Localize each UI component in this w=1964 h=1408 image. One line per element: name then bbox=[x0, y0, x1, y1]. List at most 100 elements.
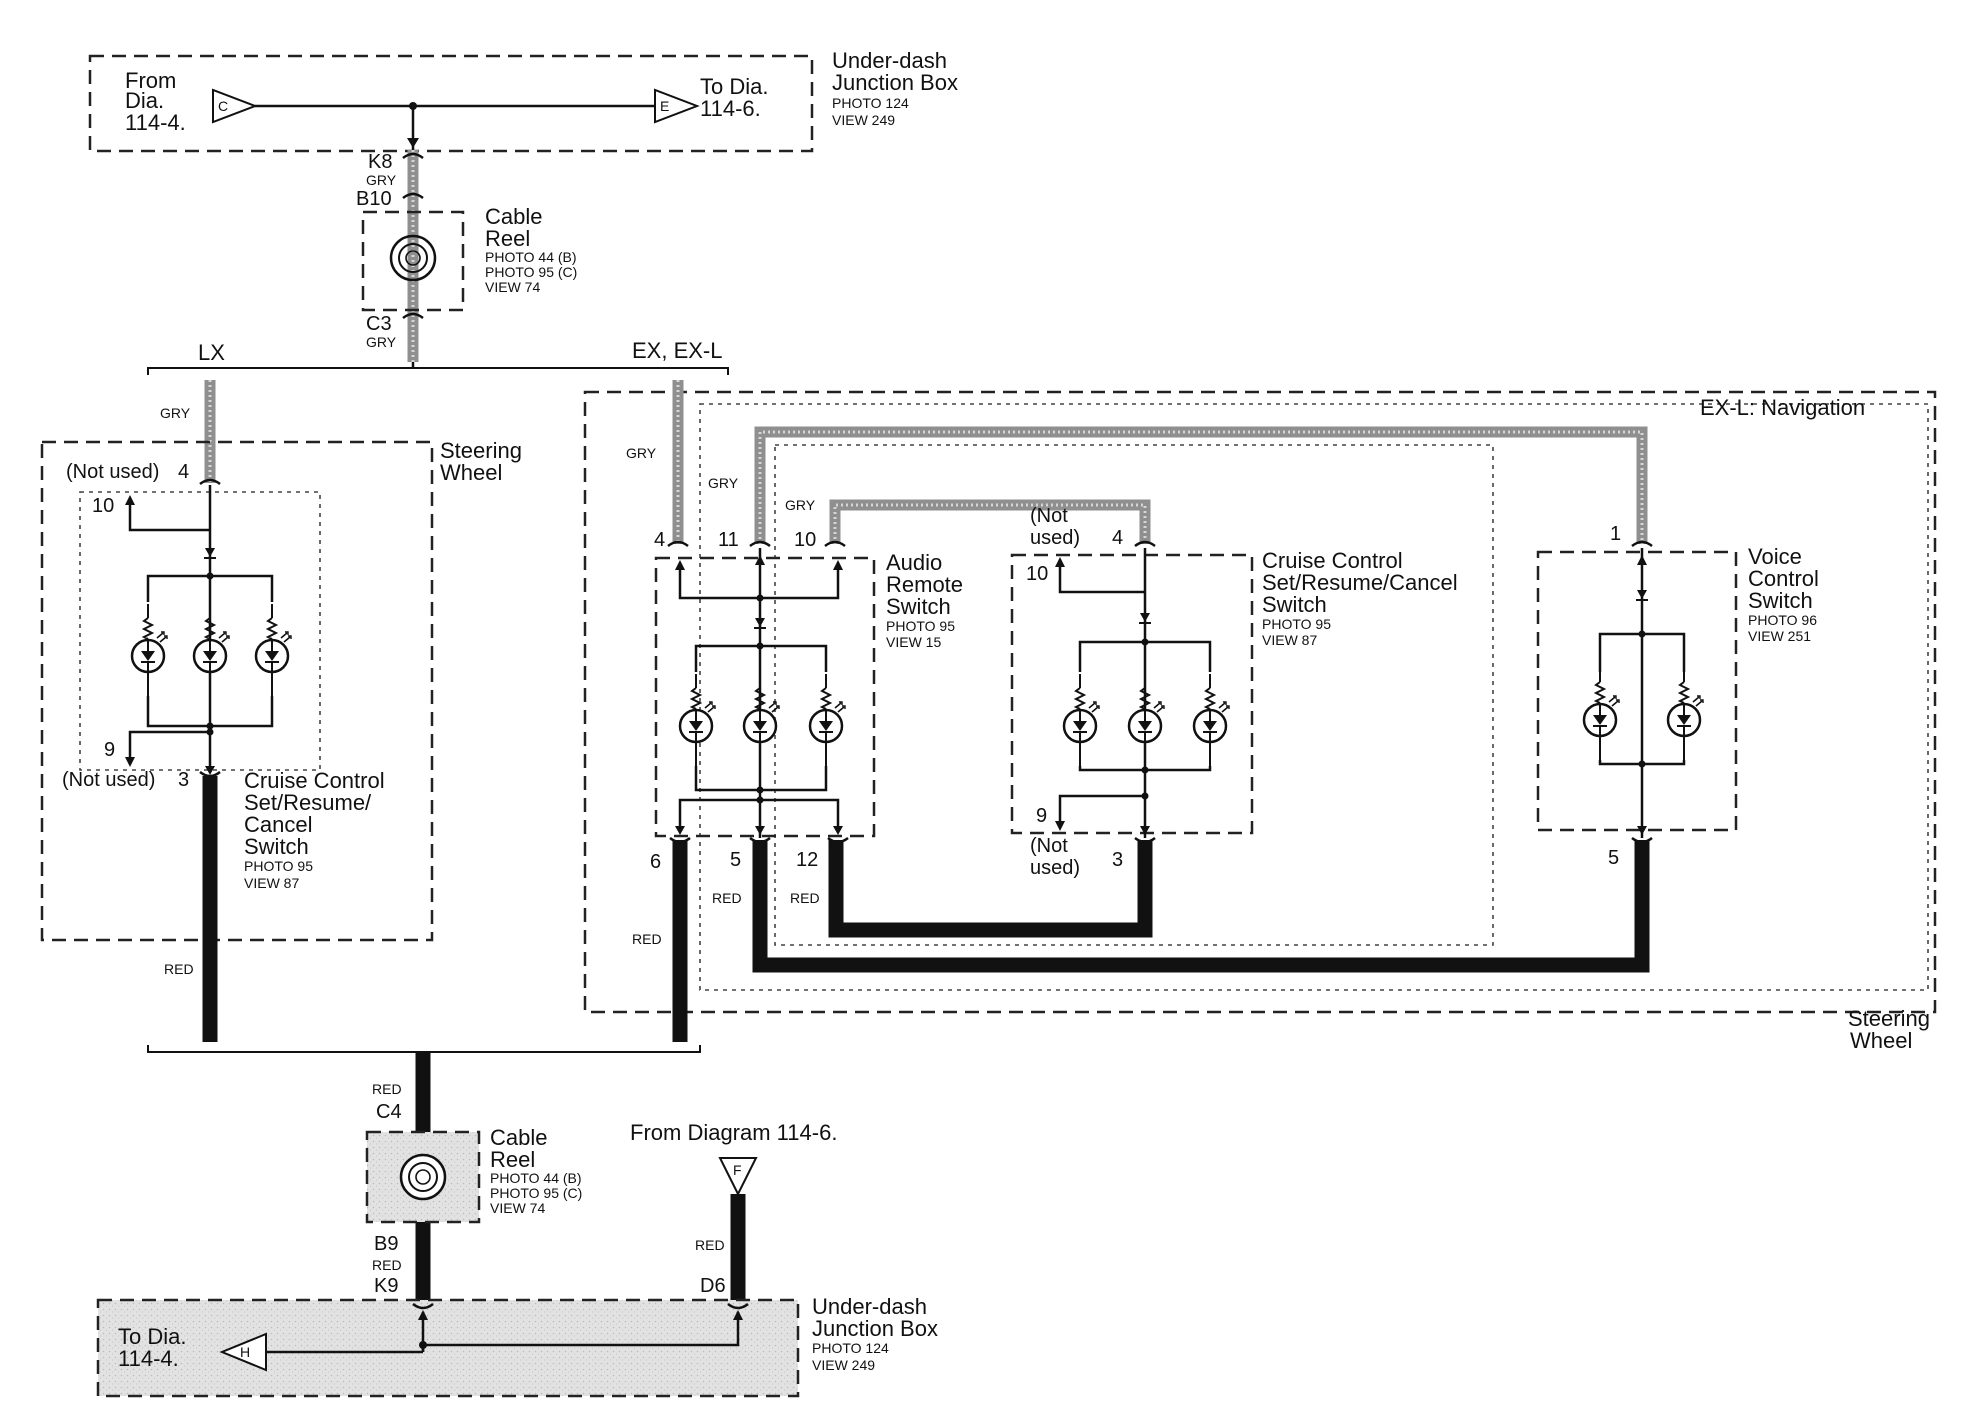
lx-steering-title-line1: Steering bbox=[440, 438, 522, 463]
ex-cruise-title-line2: Set/Resume/Cancel bbox=[1262, 570, 1458, 595]
audio-pin-5: 5 bbox=[730, 849, 741, 871]
lx-pin-3: 3 bbox=[178, 769, 189, 791]
connector-c-icon bbox=[212, 88, 258, 124]
variant-merge-bracket bbox=[147, 1045, 701, 1053]
from-dia-label-line1: From bbox=[125, 68, 176, 93]
from-diagram-114-6: From Diagram 114-6. F RED D6 bbox=[630, 1120, 837, 1300]
pin-k8: K8 bbox=[368, 151, 392, 173]
lower-cable-reel-coil-icon bbox=[399, 1153, 447, 1201]
voice-title-line3: Switch bbox=[1748, 588, 1813, 613]
ex-cruise-pin4-note-line2: used) bbox=[1030, 527, 1080, 549]
variant-lx-label: LX bbox=[198, 340, 225, 365]
pin-b9: B9 bbox=[374, 1233, 398, 1255]
lx-switch-title-line3: Cancel bbox=[244, 812, 312, 837]
wire-gry-k8: GRY bbox=[366, 172, 397, 188]
upper-reel-title-line1: Cable bbox=[485, 204, 542, 229]
connector-h-icon bbox=[219, 1332, 267, 1372]
lower-cable-reel: RED C4 Cable Reel PHOTO 44 (B) PHOTO 95 … bbox=[365, 1052, 582, 1302]
pin-k9: K9 bbox=[374, 1275, 398, 1297]
from-diagram-label: From Diagram 114-6. bbox=[630, 1120, 837, 1145]
ex-wire-gry-2: GRY bbox=[708, 475, 739, 491]
audio-pin-4: 4 bbox=[654, 529, 665, 551]
voice-title-line2: Control bbox=[1748, 566, 1819, 591]
ex-wire-gry-1: GRY bbox=[626, 445, 657, 461]
audio-title-line1: Audio bbox=[886, 550, 942, 575]
connector-h-label: H bbox=[240, 1344, 250, 1360]
upper-cable-reel: K8 GRY B10 Cable Reel PHOTO 44 (B) PHOTO… bbox=[356, 150, 577, 362]
lx-wire-gry: GRY bbox=[160, 405, 191, 421]
top-junction-title-line2: Junction Box bbox=[832, 70, 958, 95]
ex-steering-title-line2: Wheel bbox=[1850, 1028, 1912, 1053]
nav-label: EX-L: Navigation bbox=[1700, 395, 1865, 420]
lx-switch-photo: PHOTO 95 bbox=[244, 858, 313, 874]
lower-reel-photo-c: PHOTO 95 (C) bbox=[490, 1185, 582, 1201]
ex-cruise-pin3-note-line2: used) bbox=[1030, 857, 1080, 879]
top-junction-box: From Dia. 114-4. C E To Dia. 114-6. Unde… bbox=[88, 48, 958, 153]
from-diagram-wire-red: RED bbox=[695, 1237, 725, 1253]
voice-pin-5: 5 bbox=[1608, 847, 1619, 869]
ex-cruise-pin4-note-line1: (Not bbox=[1030, 505, 1068, 527]
voice-photo: PHOTO 96 bbox=[1748, 612, 1817, 628]
audio-pin-11: 11 bbox=[718, 529, 739, 551]
lx-switch-title-line2: Set/Resume/ bbox=[244, 790, 372, 815]
bottom-junction-view: VIEW 249 bbox=[812, 1357, 875, 1373]
lx-steering-wheel: GRY Steering Wheel (Not used) 4 10 9 (No… bbox=[40, 380, 522, 1042]
to-dia-label-line1: To Dia. bbox=[700, 74, 768, 99]
lower-reel-view: VIEW 74 bbox=[490, 1200, 545, 1216]
lx-pin-4: 4 bbox=[178, 461, 189, 483]
top-junction-photo: PHOTO 124 bbox=[832, 95, 909, 111]
bottom-junction-title-line1: Under-dash bbox=[812, 1294, 927, 1319]
ex-steering-wheel: EX-L: Navigation Steering Wheel GRY GRY … bbox=[583, 380, 1937, 1053]
from-dia-label-line2: Dia. bbox=[125, 88, 164, 113]
voice-title-line1: Voice bbox=[1748, 544, 1802, 569]
wire-gry-c3: GRY bbox=[366, 334, 397, 350]
variant-split-bracket bbox=[147, 367, 729, 375]
lower-reel-wire-red-top: RED bbox=[372, 1081, 402, 1097]
lx-switch-view: VIEW 87 bbox=[244, 875, 299, 891]
ex-cruise-title-line3: Switch bbox=[1262, 592, 1327, 617]
lx-pin3-note: (Not used) bbox=[62, 769, 155, 791]
ex-cruise-switch: (Not used) 4 10 9 (Not used) 3 Cruise Co… bbox=[1010, 505, 1458, 879]
bottom-junction-box: H To Dia. 114-4. Under-dash Junction Box… bbox=[96, 1294, 938, 1398]
lower-reel-title-line2: Reel bbox=[490, 1147, 535, 1172]
pin-b10: B10 bbox=[356, 188, 392, 210]
ex-wire-red-3: RED bbox=[790, 890, 820, 906]
connector-e-label: E bbox=[660, 98, 669, 114]
ex-cruise-pin-4: 4 bbox=[1112, 527, 1123, 549]
voice-control-switch: 1 5 Voice Control Switch PHOTO 96 VIEW 2… bbox=[1536, 523, 1819, 869]
lx-pin4-note: (Not used) bbox=[66, 461, 159, 483]
ex-wire-red-2: RED bbox=[712, 890, 742, 906]
lx-steering-title-line2: Wheel bbox=[440, 460, 502, 485]
ex-cruise-pin-9: 9 bbox=[1036, 805, 1047, 827]
ex-steering-title-line1: Steering bbox=[1848, 1006, 1930, 1031]
voice-pin-1: 1 bbox=[1610, 523, 1621, 545]
audio-photo: PHOTO 95 bbox=[886, 618, 955, 634]
audio-title-line3: Switch bbox=[886, 594, 951, 619]
ex-cruise-pin-10: 10 bbox=[1026, 563, 1048, 585]
bottom-junction-photo: PHOTO 124 bbox=[812, 1340, 889, 1356]
lower-reel-photo-b: PHOTO 44 (B) bbox=[490, 1170, 582, 1186]
to-dia-label-line2: 114-6. bbox=[700, 96, 761, 121]
bottom-to-dia-line1: To Dia. bbox=[118, 1324, 186, 1349]
lx-switch-title-line4: Switch bbox=[244, 834, 309, 859]
lx-wire-red: RED bbox=[164, 961, 194, 977]
ex-cruise-pin3-note-line1: (Not bbox=[1030, 835, 1068, 857]
lower-reel-title-line1: Cable bbox=[490, 1125, 547, 1150]
connector-e-icon bbox=[654, 88, 700, 124]
audio-title-line2: Remote bbox=[886, 572, 963, 597]
connector-c-label: C bbox=[218, 98, 228, 114]
bottom-to-dia-line2: 114-4. bbox=[118, 1346, 179, 1371]
top-junction-title-line1: Under-dash bbox=[832, 48, 947, 73]
pin-c4: C4 bbox=[376, 1101, 402, 1123]
ex-cruise-title-line1: Cruise Control bbox=[1262, 548, 1403, 573]
variant-ex-label: EX, EX-L bbox=[632, 338, 722, 363]
connector-f-label: F bbox=[733, 1162, 742, 1178]
voice-view: VIEW 251 bbox=[1748, 628, 1811, 644]
audio-view: VIEW 15 bbox=[886, 634, 941, 650]
upper-reel-photo-b: PHOTO 44 (B) bbox=[485, 249, 577, 265]
audio-pin-6: 6 bbox=[650, 851, 661, 873]
audio-pin-12: 12 bbox=[796, 849, 818, 871]
top-junction-view: VIEW 249 bbox=[832, 112, 895, 128]
cable-reel-coil-icon bbox=[389, 234, 437, 282]
lower-reel-wire-red-bottom: RED bbox=[372, 1257, 402, 1273]
